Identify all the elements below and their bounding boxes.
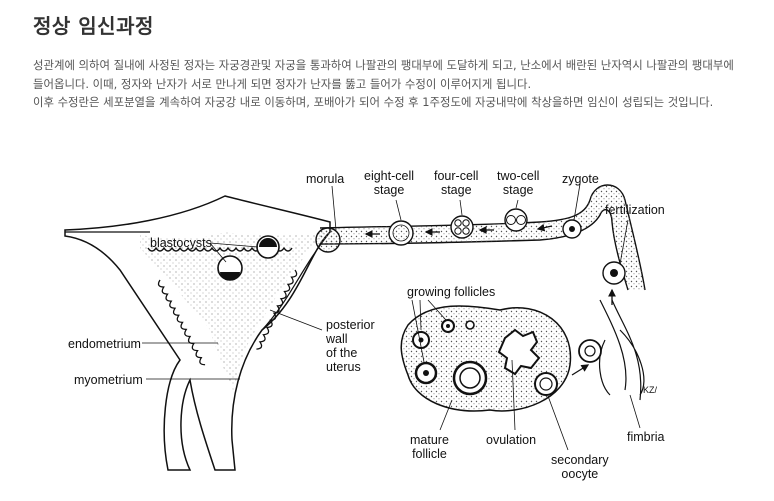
label-four-cell-stage: four-cell stage bbox=[434, 169, 479, 197]
released-oocyte bbox=[578, 339, 602, 363]
label-mature-follicle: mature follicle bbox=[410, 433, 449, 461]
zygote-cell bbox=[562, 219, 582, 239]
fimbria bbox=[598, 299, 645, 401]
two-cell-stage-cell bbox=[504, 208, 528, 232]
label-morula: morula bbox=[306, 172, 345, 186]
blastocyst-upper bbox=[256, 235, 280, 259]
label-growing-follicles: growing follicles bbox=[407, 285, 496, 299]
label-endometrium: endometrium bbox=[68, 337, 141, 351]
label-zygote: zygote bbox=[562, 172, 599, 186]
growing-follicle-2 bbox=[441, 319, 455, 333]
label-secondary-oocyte: secondary oocyte bbox=[551, 453, 609, 481]
description: 성관계에 의하여 질내에 사정된 정자는 자궁경관및 자궁을 통과하여 나팔관의… bbox=[33, 56, 743, 112]
secondary-oocyte bbox=[534, 372, 558, 396]
label-fertilization: fertilization bbox=[605, 203, 665, 217]
label-two-cell-stage: two-cell stage bbox=[497, 169, 540, 197]
uterus-outline bbox=[64, 195, 331, 471]
uterine-cavity bbox=[140, 232, 325, 395]
label-ovulation: ovulation bbox=[486, 433, 537, 447]
artist-signature: KZ/ bbox=[643, 385, 658, 395]
label-myometrium: myometrium bbox=[74, 373, 143, 387]
growing-follicle-3 bbox=[414, 361, 438, 385]
label-fimbria: fimbria bbox=[627, 430, 665, 444]
diagram-drawing bbox=[64, 183, 646, 471]
four-cell-stage-cell bbox=[450, 215, 474, 239]
mature-follicle bbox=[452, 360, 488, 396]
page-title: 정상 임신과정 bbox=[33, 14, 154, 38]
label-blastocysts: blastocysts bbox=[150, 236, 212, 250]
growing-follicle-4 bbox=[465, 320, 475, 330]
label-posterior-wall: posterior wall of the uterus bbox=[326, 318, 375, 374]
morula-cell bbox=[315, 227, 341, 253]
pregnancy-process-diagram bbox=[0, 150, 774, 501]
label-eight-cell-stage: eight-cell stage bbox=[364, 169, 415, 197]
description-paragraph-2: 이후 수정란은 세포분열을 계속하여 자궁강 내로 이동하며, 포배아가 되어 … bbox=[33, 95, 714, 109]
ovulation-rupture bbox=[497, 328, 541, 376]
blastocyst-lower bbox=[217, 255, 243, 281]
eight-cell-stage-cell bbox=[388, 220, 414, 246]
description-paragraph-1: 성관계에 의하여 질내에 사정된 정자는 자궁경관및 자궁을 통과하여 나팔관의… bbox=[33, 58, 734, 91]
fertilization-cell bbox=[602, 261, 626, 285]
